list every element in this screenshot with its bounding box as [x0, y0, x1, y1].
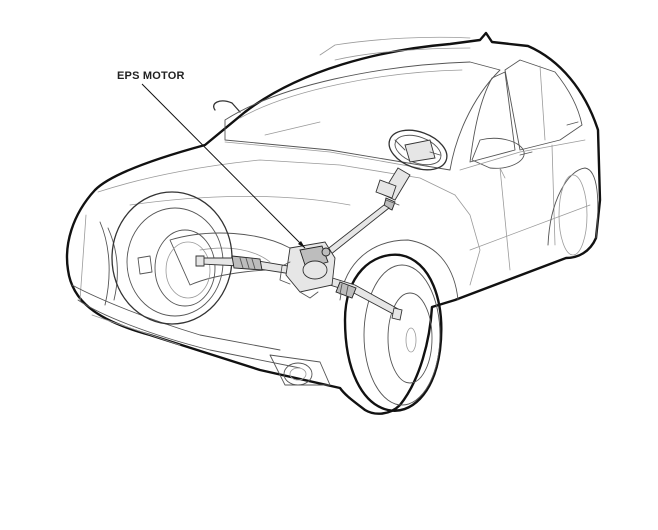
door-lines	[459, 121, 599, 271]
side-mirror	[471, 137, 525, 179]
car-glass	[224, 36, 583, 171]
hood-lines	[97, 159, 481, 286]
callout-leader	[141, 83, 306, 249]
steering-system-icon	[195, 129, 448, 321]
car-body-outline	[65, 31, 602, 415]
eps-motor-icon	[279, 241, 336, 299]
right-front-wheel	[339, 239, 459, 412]
steering-wheel-icon	[388, 129, 448, 171]
eps-motor-label: EPS MOTOR	[117, 70, 185, 82]
front-grille	[71, 214, 331, 386]
